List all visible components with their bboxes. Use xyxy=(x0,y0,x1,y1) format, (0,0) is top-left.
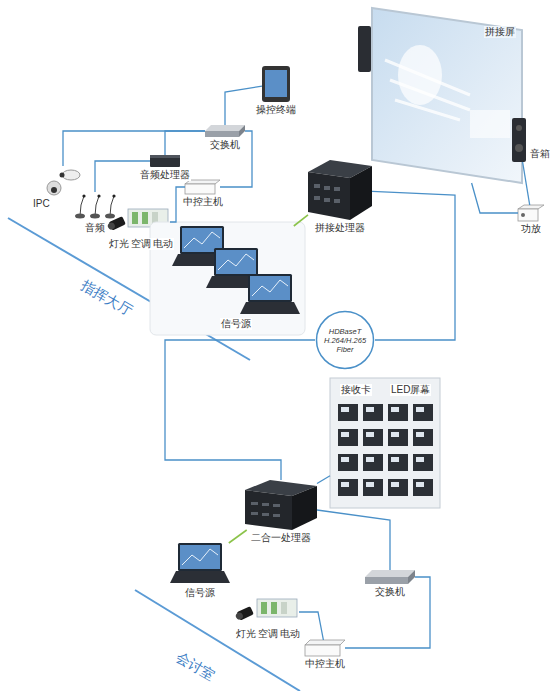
connector xyxy=(299,612,323,640)
node-label: 电动 xyxy=(279,628,301,640)
speaker xyxy=(358,26,371,72)
speaker: 音箱 xyxy=(512,118,526,162)
control-tablet: 操控终端 xyxy=(262,66,290,102)
signal-source: 信号源 xyxy=(172,226,300,316)
node-label: 交换机 xyxy=(209,139,241,151)
tablet-icon xyxy=(262,66,290,102)
node-label: 二合一处理器 xyxy=(250,532,312,544)
video-wall xyxy=(372,8,522,183)
node-label: 操控终端 xyxy=(255,104,297,116)
audio-processor xyxy=(150,155,180,167)
signal-source: 信号源 xyxy=(170,543,230,585)
node-label: 交换机 xyxy=(374,586,406,598)
connector xyxy=(165,131,205,155)
region-label: 会讨室 xyxy=(172,648,220,685)
connector xyxy=(345,577,430,648)
amplifier: 功放 xyxy=(518,205,544,221)
connector xyxy=(472,183,518,213)
connector xyxy=(317,476,330,484)
region-label: 指挥大厅 xyxy=(77,276,137,320)
node-label: 音频 xyxy=(84,222,106,234)
microphone: 音频 xyxy=(72,192,118,220)
node-label: 中控主机 xyxy=(304,658,346,670)
device-group: 灯光空调电动 xyxy=(235,598,299,626)
ip-camera: IPC xyxy=(46,166,80,196)
node-label: 拼接屏 xyxy=(484,26,516,38)
audio-processor: 音频处理器 xyxy=(150,155,180,167)
connector xyxy=(372,191,455,340)
control-host: 中控主机 xyxy=(305,640,345,656)
network-switch: 交换机 xyxy=(365,570,415,584)
led-wall: 接收卡 LED屏幕 xyxy=(330,378,440,508)
node-label: 电动 xyxy=(152,238,174,250)
connector xyxy=(523,162,530,205)
region-line xyxy=(135,590,300,691)
transport-circle: HDBaseT H.264/H.265 Fiber xyxy=(315,310,375,370)
node-label: 音频处理器 xyxy=(139,169,191,181)
node-label: 接收卡 xyxy=(340,384,372,396)
connector xyxy=(165,340,315,480)
node-label: 中控主机 xyxy=(182,196,224,208)
node-label: 信号源 xyxy=(184,587,216,599)
speaker xyxy=(512,118,526,162)
node-label: 空调 xyxy=(130,238,152,250)
network-switch: 交换机 xyxy=(205,125,245,137)
two-in-one-processor: 二合一处理器 xyxy=(245,480,317,530)
node-label: LED屏幕 xyxy=(390,384,431,396)
node-label: IPC xyxy=(32,198,51,210)
connector xyxy=(229,530,247,543)
matrix-processor: 拼接处理器 xyxy=(308,160,372,220)
node-label: HDBaseT H.264/H.265 Fiber xyxy=(321,327,369,354)
led-wall xyxy=(330,378,440,508)
control-host: 中控主机 xyxy=(185,180,220,194)
node-label: 功放 xyxy=(520,223,542,235)
connector xyxy=(294,215,308,226)
device-group: 灯光空调电动 xyxy=(108,208,170,236)
video-wall: 拼接屏 xyxy=(372,8,522,183)
node-label: 灯光 xyxy=(108,238,130,250)
node-label: 拼接处理器 xyxy=(314,222,366,234)
connector xyxy=(317,510,390,570)
node-label: 灯光 xyxy=(235,628,257,640)
node-label: 信号源 xyxy=(220,318,252,330)
node-label: 音箱 xyxy=(529,148,551,160)
node-label: 空调 xyxy=(257,628,279,640)
